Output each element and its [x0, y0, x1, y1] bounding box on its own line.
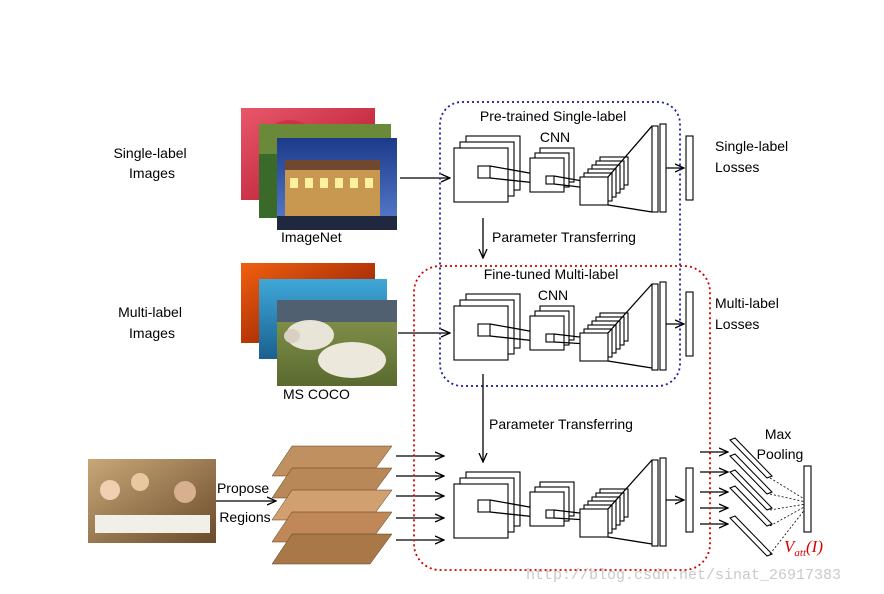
- finetuned-cnn: [453, 281, 694, 371]
- sheep-photo: [277, 300, 397, 386]
- ms-coco-image-stack: MS COCO: [241, 263, 397, 402]
- finetuned-cnn-box: [413, 265, 711, 571]
- multi-label-images-label: Multi-label Images: [118, 304, 186, 341]
- pooling-dashed-lines: [769, 477, 807, 555]
- dinner-group-photo: [88, 459, 216, 543]
- region-crops-stack: [271, 445, 393, 565]
- imagenet-image-stack: ImageNet: [241, 108, 397, 245]
- parameter-transferring-label-1: Parameter Transferring: [492, 229, 636, 245]
- watermark: http://blog.csdn.net/sinat_26917383: [526, 567, 841, 584]
- region-input-arrows: [396, 456, 444, 540]
- v-att-vector: [803, 465, 812, 533]
- pretrained-cnn: [453, 123, 694, 213]
- propose-regions-label: Propose Regions: [217, 480, 273, 525]
- region-cnn: [453, 457, 694, 547]
- ms-coco-label: MS COCO: [283, 386, 350, 402]
- pooling-input-arrows: [700, 452, 728, 524]
- multi-label-losses-label: Multi-label Losses: [715, 295, 783, 332]
- finetuned-cnn-title: Fine-tuned Multi-label CNN: [484, 266, 623, 303]
- single-label-losses-label: Single-label Losses: [715, 138, 792, 175]
- region-crop-photo: [271, 533, 393, 565]
- single-label-images-label: Single-label Images: [113, 145, 190, 181]
- imagenet-label: ImageNet: [281, 229, 342, 245]
- v-att-label: Vatt(I): [784, 537, 823, 559]
- building-photo: [277, 138, 397, 230]
- pretrained-cnn-box: [439, 101, 681, 387]
- pretrained-cnn-title: Pre-trained Single-label CNN: [480, 108, 630, 145]
- max-pooling-block: Max Pooling Vatt(I): [700, 426, 823, 559]
- parameter-transferring-label-2: Parameter Transferring: [489, 416, 633, 432]
- max-pooling-label: Max Pooling: [757, 426, 804, 462]
